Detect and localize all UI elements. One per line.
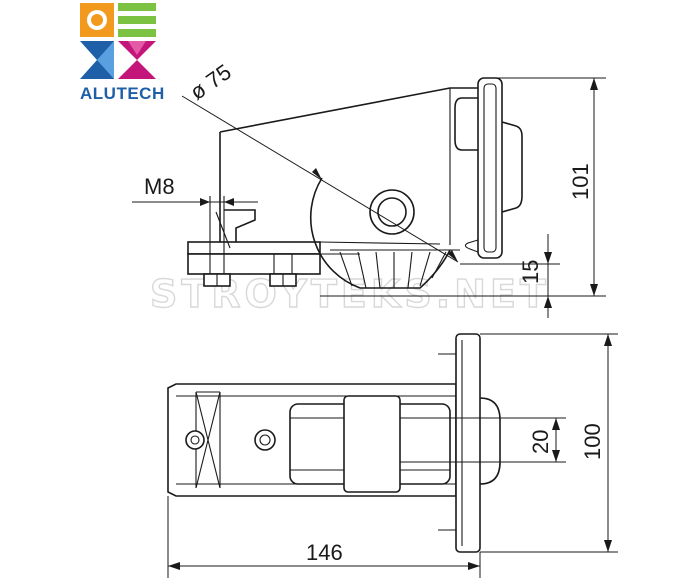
width-label: 100: [580, 423, 605, 460]
dimension-offset: 15: [460, 234, 560, 318]
dimension-height: 101: [320, 77, 606, 297]
dimension-width: 100: [480, 333, 618, 553]
inner-width-label: 20: [528, 430, 553, 454]
thread-label: M8: [144, 174, 175, 199]
dimension-length: 146: [167, 496, 481, 578]
roller-top: [289, 395, 451, 493]
mounting-plate: [454, 77, 523, 259]
bracket-body: [187, 87, 478, 287]
height-label: 101: [568, 163, 593, 200]
dimension-inner-width: 20: [400, 417, 566, 463]
roller-wheel: [309, 177, 460, 289]
mounting-plate-top: [438, 333, 501, 553]
logo-mark: [80, 3, 156, 79]
offset-label: 15: [518, 260, 543, 284]
dimension-thread: M8: [132, 174, 258, 206]
top-view: 146 100 20: [167, 333, 618, 578]
length-label: 146: [306, 540, 343, 565]
brand-name: ALUTECH: [80, 84, 165, 103]
side-view: ø 75 M8 101 15: [132, 59, 606, 318]
diameter-label: ø 75: [185, 59, 235, 105]
alutech-logo: ALUTECH: [80, 3, 165, 103]
